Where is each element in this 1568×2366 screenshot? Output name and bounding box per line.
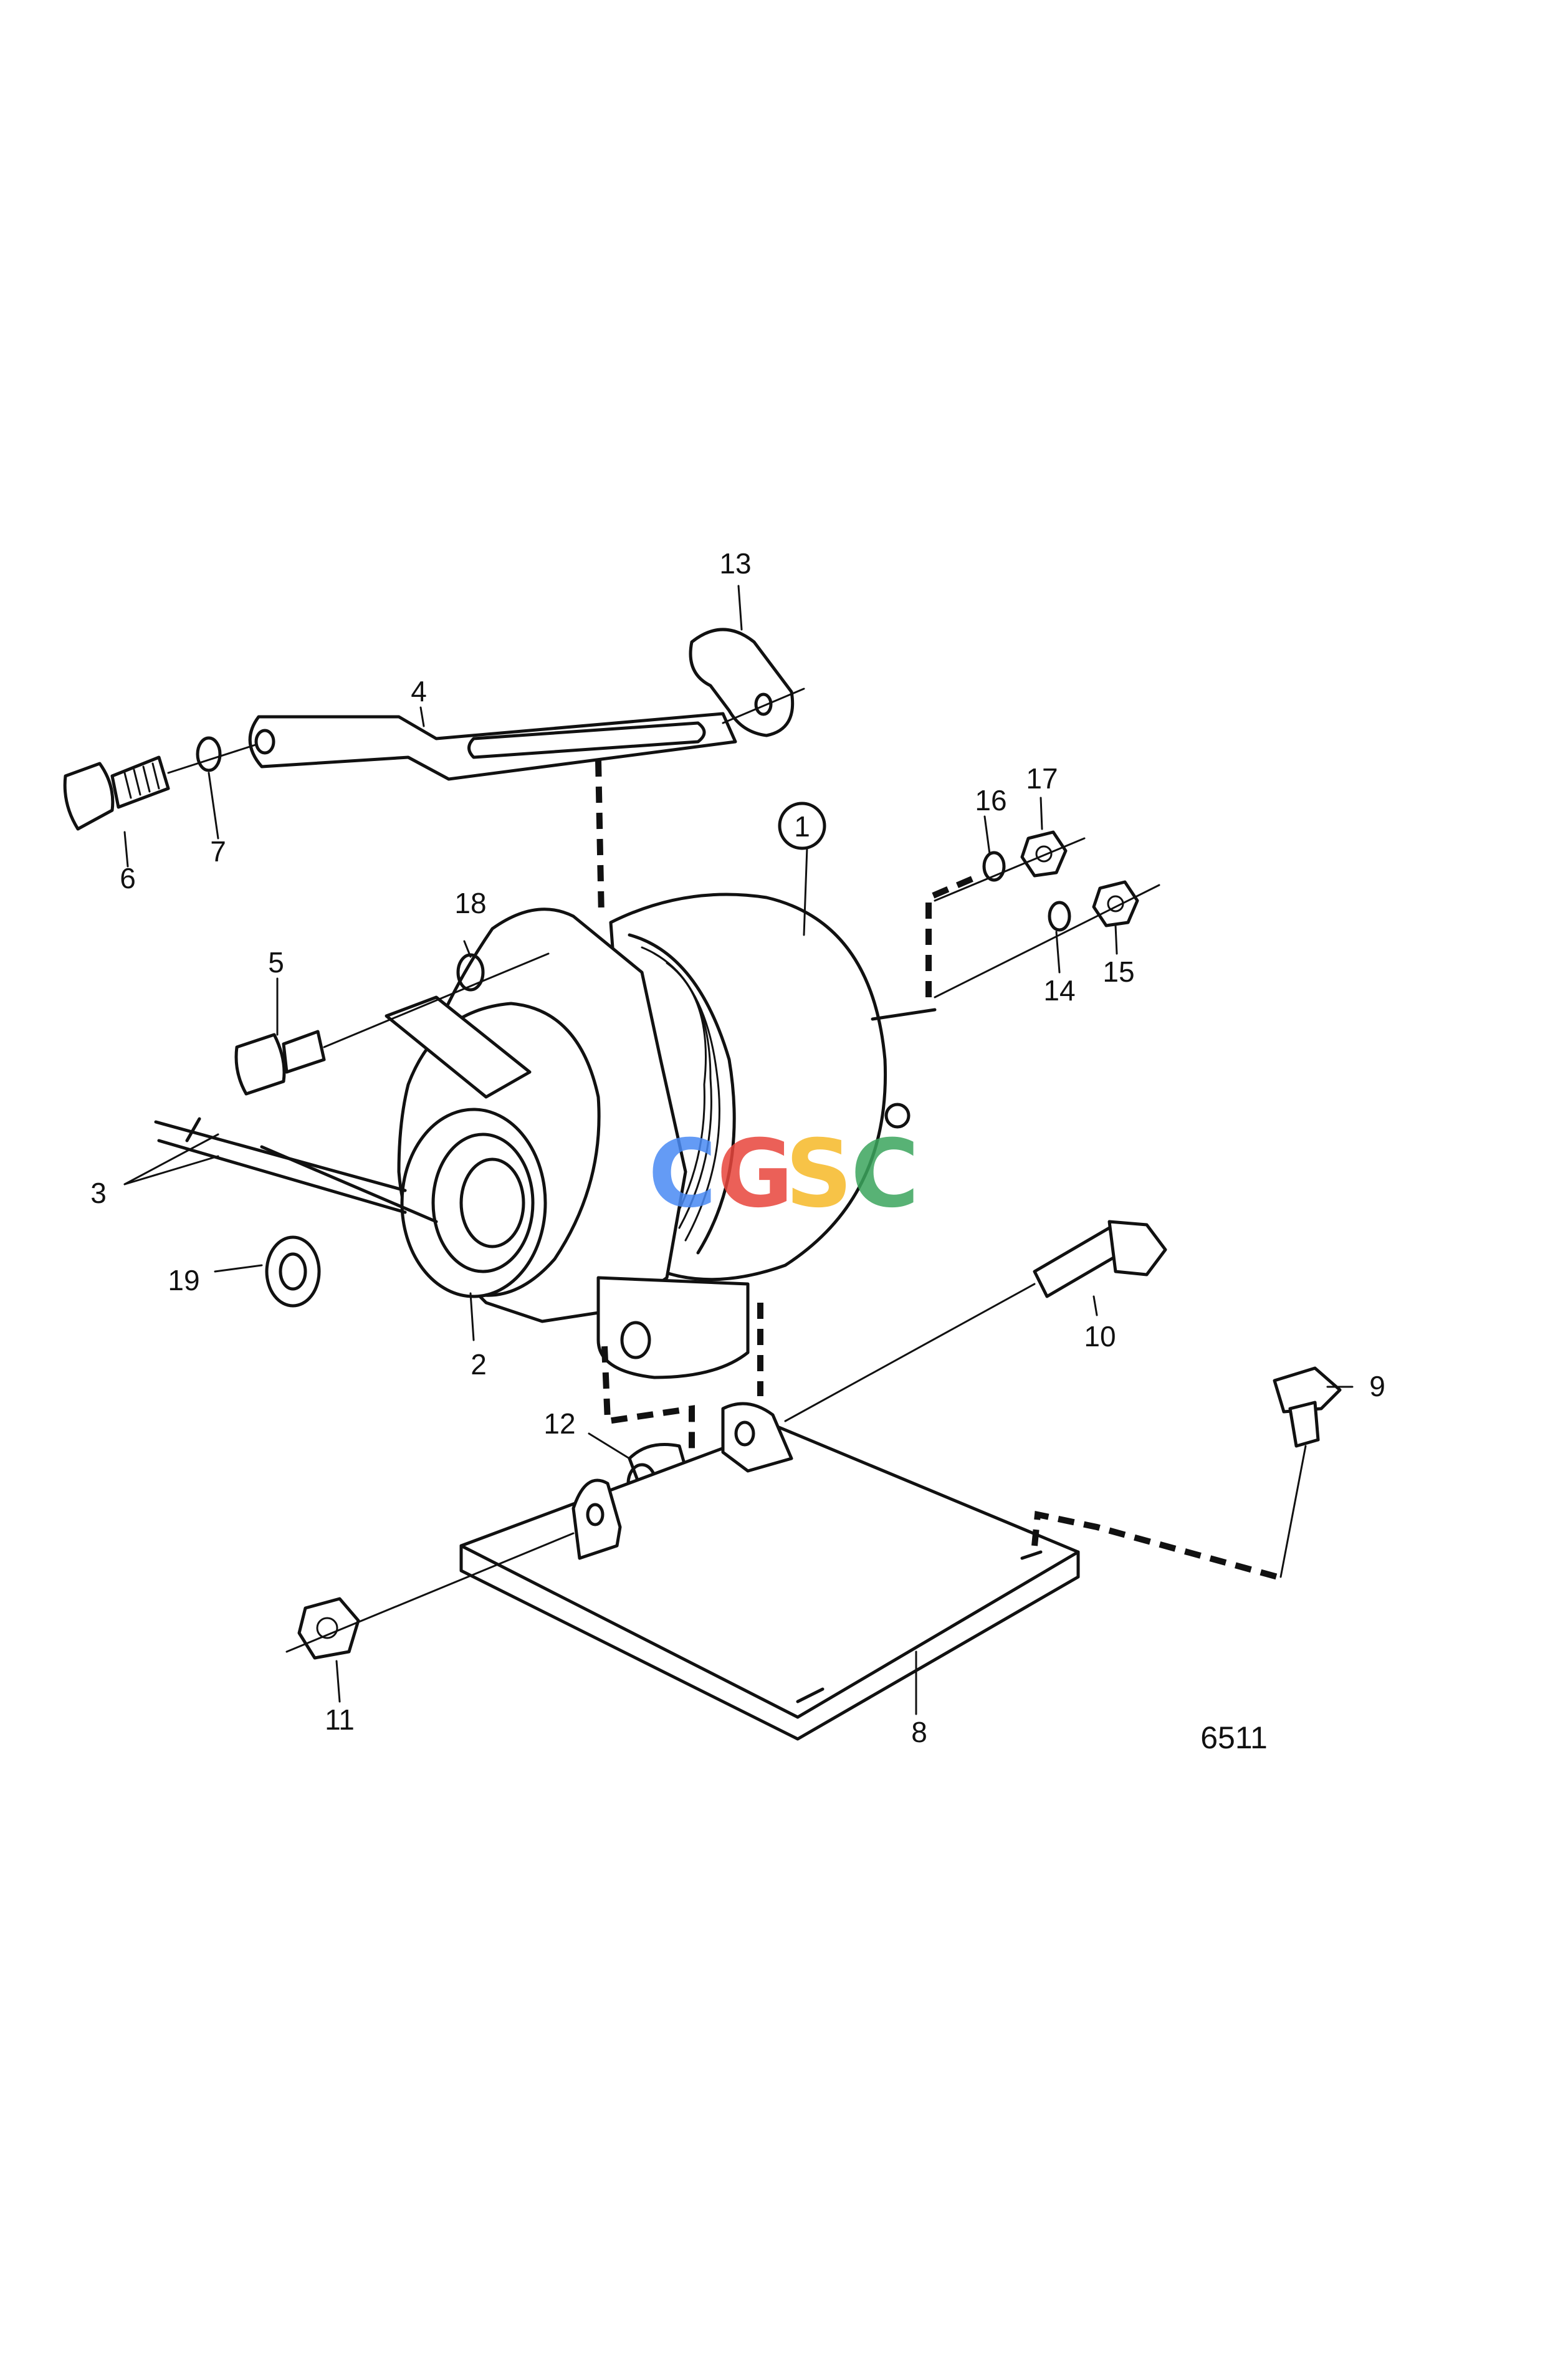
callout-2: 2 [471, 1348, 487, 1381]
bolt-6 [63, 744, 257, 831]
callout-13: 13 [719, 547, 751, 580]
washer-16 [982, 851, 1006, 882]
callout-14: 14 [1043, 974, 1075, 1007]
callout-16: 16 [975, 784, 1006, 817]
watermark-letter-1: C [648, 1120, 717, 1228]
callout-12: 12 [543, 1407, 575, 1440]
figure-number: 6511 [1200, 1720, 1268, 1755]
callout-11: 11 [325, 1703, 355, 1736]
callout-4: 4 [411, 675, 427, 707]
callout-3: 3 [90, 1177, 107, 1209]
watermark-letter-4: C [851, 1120, 919, 1228]
watermark-logo: C G S C [648, 1120, 919, 1228]
bolt-5 [234, 952, 550, 1096]
stud-line-lower [934, 884, 1160, 999]
leader-lines [123, 585, 1354, 1715]
stud-line-upper [934, 837, 1086, 902]
assembly-dashed-lines [595, 760, 1279, 1580]
callout-9: 9 [1369, 1370, 1385, 1402]
callout-6: 6 [120, 862, 136, 894]
callout-1-circle [778, 802, 826, 850]
washer-7 [196, 736, 222, 772]
front-housing [385, 908, 750, 1379]
callout-18: 18 [454, 887, 486, 919]
watermark-letter-2: G [717, 1120, 793, 1228]
callout-8: 8 [911, 1716, 927, 1748]
bolt-9 [1273, 1366, 1342, 1578]
callout-17: 17 [1026, 762, 1058, 795]
nut-11 [285, 1532, 575, 1660]
upper-clamp [689, 628, 805, 737]
callout-5: 5 [268, 946, 284, 979]
nut-15 [1092, 880, 1139, 927]
callout-15: 15 [1102, 956, 1134, 988]
washer-14 [1048, 901, 1071, 932]
watermark-letter-3: S [785, 1120, 853, 1228]
bolt-10 [784, 1220, 1167, 1422]
drive-belts [123, 1117, 438, 1224]
callout-1: 1 [794, 810, 810, 843]
nut-17 [1020, 830, 1068, 878]
adjusting-bracket [248, 712, 737, 781]
mounting-plate [459, 1402, 1080, 1741]
callout-19: 19 [168, 1264, 199, 1296]
callout-10: 10 [1084, 1320, 1116, 1353]
callout-7: 7 [210, 835, 226, 868]
washer-19 [265, 1235, 321, 1308]
